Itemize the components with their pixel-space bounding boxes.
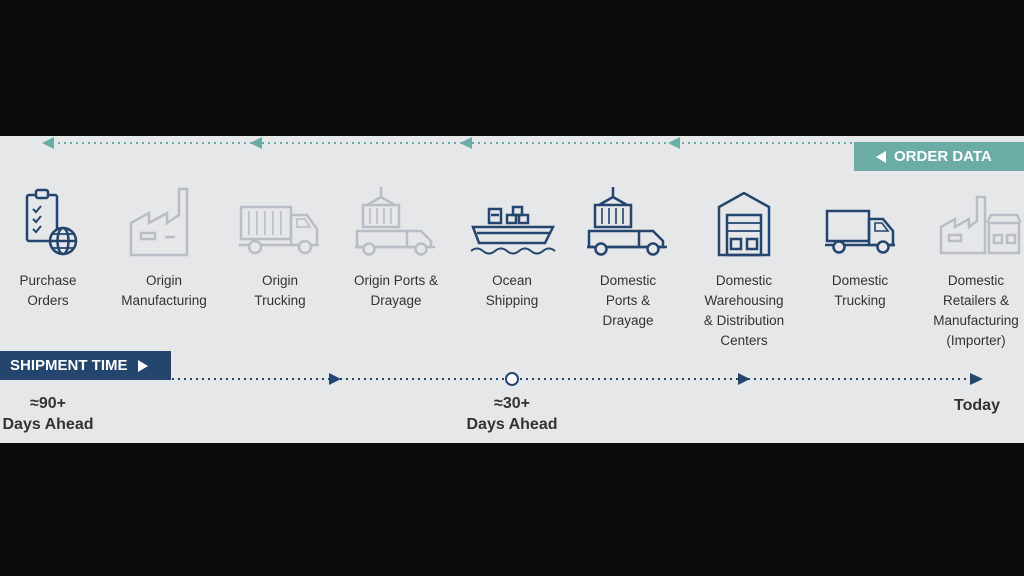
timeline-start-days: ≈90+ (30, 395, 66, 412)
shipment-arrow-icon (329, 373, 341, 385)
stage-ocean-shipping: Ocean Shipping (452, 185, 572, 311)
timeline-start-label: ≈90+ Days Ahead (0, 393, 96, 435)
timeline-middle-label: ≈30+ Days Ahead (462, 393, 562, 435)
stage-label: Domestic Warehousing & Distribution Cent… (703, 273, 785, 348)
container-truck-icon (239, 205, 319, 255)
order-arrow-icon (668, 137, 680, 149)
timeline-middle-caption: Days Ahead (466, 416, 558, 433)
stage-label: Purchase Orders (19, 273, 77, 308)
stage-label: Domestic Retailers & Manufacturing (Impo… (933, 273, 1019, 348)
warehouse-icon (717, 191, 771, 257)
timeline-end-today: Today (954, 397, 1000, 414)
stage-label: Domestic Trucking (831, 273, 889, 308)
stage-domestic-warehousing: Domestic Warehousing & Distribution Cent… (684, 185, 804, 351)
stage-purchase-orders: Purchase Orders (0, 185, 108, 311)
stage-label: Ocean Shipping (485, 273, 539, 308)
cargo-ship-icon (470, 205, 556, 255)
stage-origin-trucking: Origin Trucking (220, 185, 340, 311)
timeline-middle-days: ≈30+ (494, 395, 530, 412)
factory-icon (129, 187, 189, 257)
stage-label: Domestic Ports & Drayage (599, 273, 657, 328)
stage-label: Origin Ports & Drayage (353, 273, 439, 308)
clipboard-globe-icon (25, 188, 78, 256)
crane-truck-icon (355, 187, 435, 256)
order-arrow-icon (460, 137, 472, 149)
factory-store-icon (939, 195, 1021, 255)
timeline-end-label: Today (944, 395, 1010, 416)
stage-label: Origin Trucking (254, 273, 306, 308)
diagram-panel (0, 136, 1024, 443)
order-data-banner: ORDER DATA (854, 142, 1024, 171)
order-arrow-icon (250, 137, 262, 149)
box-truck-icon (825, 209, 895, 254)
stage-domestic-ports: Domestic Ports & Drayage (568, 185, 688, 331)
stage-domestic-trucking: Domestic Trucking (800, 185, 920, 311)
stage-label: Origin Manufacturing (121, 273, 207, 308)
stage-domestic-retailers: Domestic Retailers & Manufacturing (Impo… (916, 185, 1024, 351)
shipment-time-banner: SHIPMENT TIME (0, 351, 171, 380)
stage-origin-ports: Origin Ports & Drayage (336, 185, 456, 311)
midpoint-marker-icon (505, 372, 519, 386)
crane-truck-icon (587, 187, 667, 256)
order-arrow-icon (42, 137, 54, 149)
shipment-arrow-icon (738, 373, 750, 385)
timeline-start-caption: Days Ahead (2, 416, 94, 433)
shipment-time-label: SHIPMENT TIME (10, 357, 128, 374)
right-triangle-icon (137, 359, 148, 372)
shipment-arrow-icon (970, 373, 983, 385)
order-data-label: ORDER DATA (894, 148, 992, 165)
left-triangle-icon (876, 150, 886, 163)
stage-origin-manufacturing: Origin Manufacturing (104, 185, 224, 311)
